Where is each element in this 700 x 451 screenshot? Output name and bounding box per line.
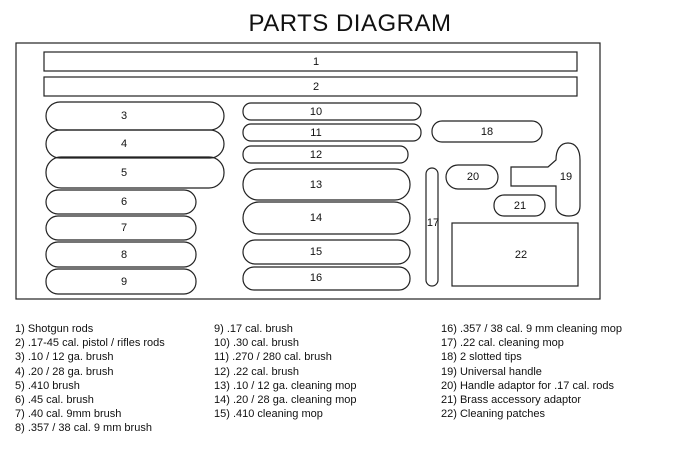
part-label-17: 17 [427, 217, 439, 229]
part-10-shape [242, 102, 422, 121]
part-label-10: 10 [310, 106, 322, 118]
part-label-5: 5 [121, 167, 127, 179]
part-8-shape [45, 241, 197, 268]
legend-item: 3) .10 / 12 ga. brush [15, 351, 114, 364]
legend-column-3: 16) .357 / 38 cal. 9 mm cleaning mop 17)… [441, 322, 622, 421]
part-label-20: 20 [467, 171, 479, 183]
part-label-9: 9 [121, 276, 127, 288]
part-label-4: 4 [121, 138, 127, 150]
legend-item: 20) Handle adaptor for .17 cal. rods [441, 379, 615, 392]
part-20-shape [445, 164, 499, 190]
tray-outline [15, 42, 601, 300]
legend-item: 22) Cleaning patches [441, 408, 545, 421]
part-5-shape [45, 156, 225, 189]
legend-item: 19) Universal handle [441, 365, 542, 378]
legend-item: 18) 2 slotted tips [441, 351, 522, 364]
part-label-19: 19 [560, 171, 572, 183]
part-3-shape [45, 101, 225, 131]
part-21-shape [493, 194, 546, 217]
part-14-shape [242, 201, 411, 235]
part-label-15: 15 [310, 246, 322, 258]
legend-item: 9) .17 cal. brush [214, 323, 293, 335]
part-12-shape [242, 145, 409, 164]
legend-item: 17) .22 cal. cleaning mop [441, 337, 564, 350]
part-label-7: 7 [121, 222, 127, 234]
legend-column-2: 9) .17 cal. brush 10) .30 cal. brush 11)… [214, 322, 356, 421]
legend-item: 10) .30 cal. brush [214, 337, 299, 350]
part-label-6: 6 [121, 196, 127, 208]
part-9-shape [45, 268, 197, 295]
legend-item: 14) .20 / 28 ga. cleaning mop [214, 394, 357, 407]
legend-item: 11) .270 / 280 cal. brush [214, 351, 332, 364]
part-label-21: 21 [514, 200, 526, 212]
legend-item: 1) Shotgun rods [15, 323, 94, 335]
legend-item: 16) .357 / 38 cal. 9 mm cleaning mop [441, 323, 622, 335]
part-1-shape [43, 51, 578, 72]
part-2-shape [43, 76, 578, 97]
part-label-18: 18 [481, 126, 493, 138]
part-17-shape [425, 167, 439, 287]
part-label-1: 1 [313, 56, 319, 68]
part-6-shape [45, 189, 197, 215]
part-18-shape [431, 120, 543, 143]
legend-item: 4) .20 / 28 ga. brush [15, 365, 114, 378]
part-label-11: 11 [310, 127, 321, 139]
legend-item: 7) .40 cal. 9mm brush [15, 408, 122, 421]
legend-item: 13) .10 / 12 ga. cleaning mop [214, 379, 357, 392]
part-label-8: 8 [121, 249, 127, 261]
part-7-shape [45, 215, 197, 241]
legend-item: 2) .17-45 cal. pistol / rifles rods [15, 337, 165, 350]
part-label-3: 3 [121, 110, 127, 122]
part-label-12: 12 [310, 149, 322, 161]
legend-item: 5) .410 brush [15, 379, 80, 392]
part-19-shape [510, 142, 581, 217]
part-label-13: 13 [310, 179, 322, 191]
legend-item: 8) .357 / 38 cal. 9 mm brush [15, 422, 152, 435]
part-label-2: 2 [313, 81, 319, 93]
part-4-shape [45, 129, 225, 159]
legend-item: 15) .410 cleaning mop [214, 408, 323, 421]
legend-item: 6) .45 cal. brush [15, 394, 94, 407]
legend-item: 21) Brass accessory adaptor [441, 394, 582, 407]
part-15-shape [242, 239, 411, 265]
part-label-16: 16 [310, 272, 322, 284]
legend-column-1: 1) Shotgun rods 2) .17-45 cal. pistol / … [15, 322, 165, 436]
part-22-shape [451, 222, 579, 287]
part-16-shape [242, 266, 411, 291]
part-11-shape [242, 123, 422, 142]
part-label-22: 22 [515, 249, 527, 261]
part-13-shape [242, 168, 411, 201]
legend-item: 12) .22 cal. brush [214, 365, 299, 378]
diagram-title: PARTS DIAGRAM [248, 10, 452, 37]
part-label-14: 14 [310, 212, 322, 224]
